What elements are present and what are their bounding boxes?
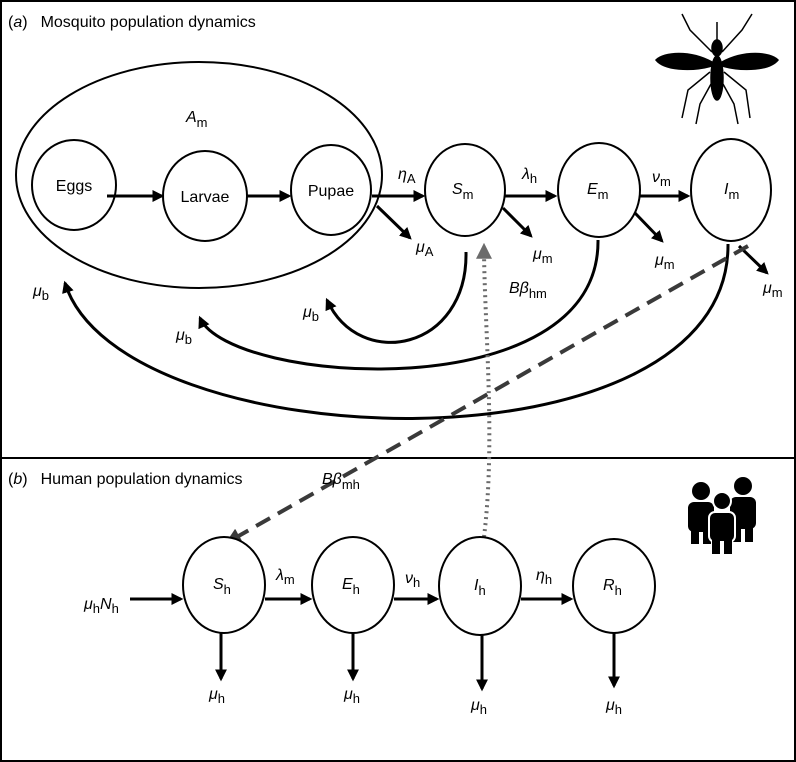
rate-lambda-m: λm: [275, 567, 295, 587]
rate-mu-a: μA: [415, 239, 434, 259]
rate-nu-m: νm: [652, 169, 671, 189]
rate-nu-h: νh: [405, 570, 420, 590]
rate-lambda-h: λh: [521, 166, 537, 186]
node-i-m: [690, 138, 772, 242]
panel-a-tag-open: (: [8, 14, 14, 31]
panel-a-title-text: Mosquito population dynamics: [41, 14, 256, 31]
node-i-h: [438, 536, 522, 636]
node-eggs-label: Eggs: [56, 178, 92, 195]
panel-a-tag-close: ): [22, 14, 27, 31]
node-e-h-label: Eh: [342, 576, 360, 597]
node-s-m-label: Sm: [452, 181, 474, 202]
rate-b-beta-hm: Bβhm: [509, 280, 547, 301]
panel-b-title-text: Human population dynamics: [41, 471, 243, 488]
rate-b-beta-mh: Bβmh: [322, 471, 360, 492]
rate-eta-a: ηA: [398, 166, 416, 186]
birth-curve-em: [198, 239, 600, 371]
panel-b-title: (b) Human population dynamics: [8, 471, 242, 488]
node-eggs: [31, 139, 117, 231]
rate-mu-b-s: μb: [302, 304, 319, 324]
transmission-human-to-mosquito: [476, 242, 493, 538]
panel-b-tag: b: [13, 471, 22, 488]
rate-mu-b-i: μb: [32, 283, 49, 303]
panel-a-title: (a) Mosquito population dynamics: [8, 14, 256, 31]
rate-mu-h-s: μh: [208, 686, 225, 706]
birth-curve-sm: [325, 251, 468, 344]
panel-a-frame: [0, 0, 796, 459]
rate-mu-m-s: μm: [532, 246, 553, 266]
panel-a-tag: a: [13, 14, 22, 31]
node-i-m-label: Im: [724, 181, 739, 202]
arrow-death-sm: [501, 206, 533, 238]
panel-b-tag-open: (: [8, 471, 14, 488]
panel-b-frame: [0, 457, 796, 762]
rate-mu-m-e: μm: [654, 252, 675, 272]
rate-mu-m-i: μm: [762, 280, 783, 300]
panel-b-tag-close: ): [22, 471, 27, 488]
arrow-death-em: [633, 211, 664, 243]
people-group-icon: [688, 477, 756, 554]
node-larvae-label: Larvae: [181, 189, 230, 206]
rate-eta-h: ηh: [536, 567, 552, 587]
node-i-h-label: Ih: [474, 577, 486, 598]
aquatic-stage-ellipse: [15, 61, 383, 289]
node-e-m: [557, 142, 641, 238]
mosquito-icon: [654, 13, 780, 125]
rate-mu-h-r: μh: [605, 697, 622, 717]
aquatic-group-label: Am: [185, 109, 208, 130]
rate-mu-h-i: μh: [470, 697, 487, 717]
birth-curve-im: [62, 243, 730, 420]
node-s-h: [182, 536, 266, 634]
node-s-h-label: Sh: [213, 576, 231, 597]
node-e-m-label: Em: [587, 181, 609, 202]
node-pupae-label: Pupae: [308, 183, 354, 200]
rate-mu-b-e: μb: [175, 327, 192, 347]
rate-mu-h-e: μh: [343, 686, 360, 706]
rate-mu-h-n-h: μhNh: [83, 596, 119, 616]
node-r-h-label: Rh: [603, 577, 622, 598]
transmission-mosquito-to-human: [225, 244, 749, 544]
arrow-death-aquatic: [375, 204, 412, 240]
